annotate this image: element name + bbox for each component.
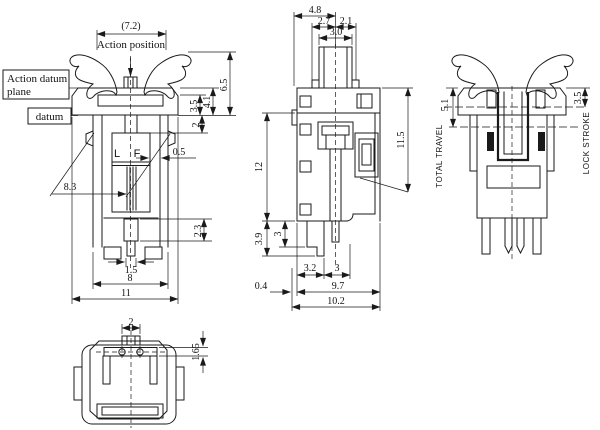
marking-f: F (134, 148, 141, 160)
dim-front-wall-thickness: 0.5 (173, 147, 186, 158)
dim-front-action-width: (7.2) (121, 21, 140, 32)
dim-side-overall-depth: 10.2 (327, 296, 345, 307)
label-action-datum-plane: Action datum plane (2, 69, 78, 100)
label-action-datum-line2: plane (7, 86, 31, 98)
label-datum: datum (27, 107, 78, 125)
marking-l: L (114, 148, 120, 160)
dim-side-plunger-width: 3.0 (330, 27, 343, 38)
front-left-wing (69, 54, 118, 99)
dim-side-terminal-step: 3 (273, 232, 284, 237)
label-action-position: Action position (97, 39, 166, 51)
dim-front-flange-height: 4.1 (202, 96, 213, 109)
dim-front-body-width: 8 (128, 273, 133, 284)
side-view-linework (291, 44, 409, 264)
dim-bottom-tab-width: 2 (129, 317, 134, 328)
dim-front-slot-height: 2.3 (193, 225, 204, 238)
front-view: (7.2) Action position Action datum plane… (2, 21, 236, 304)
right-right-wing (525, 54, 574, 99)
dim-side-pitch-a: 3.2 (304, 263, 317, 274)
dim-front-flange-width: 11 (121, 288, 131, 299)
dim-front-diagonal-span: 8.3 (64, 182, 77, 193)
dim-side-terminal-height: 3.9 (254, 233, 265, 246)
front-view-linework (49, 54, 192, 268)
dim-side-edge-to-center: 4.8 (309, 5, 322, 16)
dim-right-total-travel: 5.1 (440, 99, 451, 112)
action-arrow-icon (128, 68, 133, 77)
dim-front-terminal-width: 1.5 (125, 265, 138, 276)
dim-front-stem-depth: 2 (191, 123, 202, 128)
dim-side-center-left: 2.7 (318, 16, 331, 27)
label-datum-text: datum (36, 111, 64, 123)
right-left-wing (451, 54, 500, 99)
dim-side-tab-offset: 0.4 (255, 281, 268, 292)
dim-side-body-depth: 9.7 (332, 281, 345, 292)
dim-side-pitch-b: 3 (335, 263, 340, 274)
dim-side-center-right: 2.1 (340, 16, 353, 27)
dim-front-recess-height: 3.5 (189, 100, 200, 113)
dim-front-total-height: 6.5 (219, 79, 230, 92)
label-action-datum-line1: Action datum (7, 73, 68, 85)
dim-side-body-height: 12 (254, 162, 265, 172)
dim-bottom-band-height: 1.65 (191, 343, 202, 361)
label-total-travel: TOTAL TRAVEL (435, 124, 444, 187)
dim-right-lock-stroke: 3.5 (573, 92, 584, 105)
front-right-wing (143, 54, 192, 99)
right-view: 5.1 TOTAL TRAVEL 3.5 LOCK STROKE (435, 54, 591, 262)
label-lock-stroke: LOCK STROKE (582, 112, 591, 174)
right-view-linework (444, 54, 584, 262)
side-view: 4.8 2.7 2.1 3.0 11.5 12 3.9 3 3.2 3 0.4 (254, 5, 413, 311)
bottom-view: 2 1.65 (73, 317, 208, 428)
dim-side-latch-height: 11.5 (396, 131, 407, 148)
bottom-view-linework (73, 330, 185, 428)
